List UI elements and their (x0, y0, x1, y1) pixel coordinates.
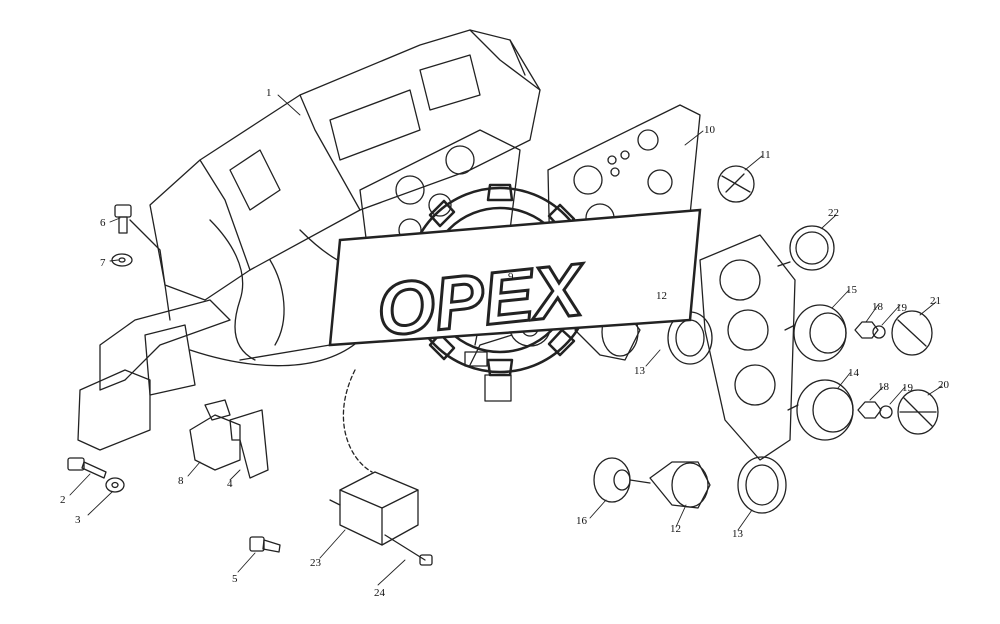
callout-4: 4 (227, 478, 233, 490)
gauge-bezel-part-15 (784, 304, 847, 362)
callout-8: 8 (178, 475, 184, 487)
callout-20: 20 (938, 379, 950, 391)
callout-2: 2 (60, 494, 66, 506)
knob-part-20 (897, 389, 939, 435)
washer-part-3 (105, 477, 125, 493)
callout-12-upper: 12 (656, 290, 667, 302)
knob-part-11 (717, 165, 755, 203)
nut-part-18-lower (857, 401, 882, 419)
callout-10: 10 (704, 124, 716, 136)
callout-23: 23 (310, 557, 322, 569)
bezel-part-13-lower (737, 456, 787, 514)
ring-part-19-lower (879, 405, 893, 419)
callout-15: 15 (846, 284, 858, 296)
callout-14: 14 (848, 367, 860, 379)
callout-11: 11 (760, 149, 771, 161)
relay-block-part-23 (329, 471, 419, 546)
callout-24: 24 (374, 587, 386, 599)
gauge-bezel-part-14 (787, 379, 854, 441)
nut-part-18-upper (854, 321, 879, 339)
switch-part-16 (593, 457, 651, 503)
callout-labels: 1 2 3 4 5 6 7 8 9 10 11 12 12 13 13 14 1… (60, 87, 950, 599)
callout-21: 21 (930, 295, 941, 307)
cap-part-22 (777, 225, 835, 271)
lower-frame-part (77, 299, 361, 451)
bolt-part-2 (67, 457, 107, 479)
watermark-band (328, 208, 702, 347)
callout-19-lower: 19 (902, 382, 914, 394)
bracket-part-4 (229, 409, 269, 479)
leader-dashed (342, 369, 373, 473)
callout-1: 1 (266, 87, 272, 99)
dashboard-housing-part (149, 29, 541, 301)
watermark-logo: OPEX (328, 183, 702, 377)
callout-9: 9 (508, 271, 514, 283)
callout-22: 22 (828, 207, 839, 219)
ring-part-19-upper (872, 325, 886, 339)
knob-part-21 (891, 310, 933, 356)
gauge-panel-right (699, 234, 796, 461)
callout-18-upper: 18 (872, 301, 884, 313)
callout-19-upper: 19 (896, 302, 908, 314)
bracket-part-8 (189, 399, 241, 471)
clip-part-24 (384, 534, 433, 566)
callout-7: 7 (100, 257, 106, 269)
cone-part-12-lower (649, 461, 711, 509)
callout-16: 16 (576, 515, 588, 527)
bolt-part-5 (249, 536, 281, 553)
washer-part-7 (111, 253, 133, 267)
callout-18-lower: 18 (878, 381, 890, 393)
callout-6: 6 (100, 217, 106, 229)
callout-5: 5 (232, 573, 238, 585)
callout-3: 3 (75, 514, 81, 526)
callout-12-lower: 12 (670, 523, 681, 535)
callout-13-upper: 13 (634, 365, 646, 377)
callout-13-lower: 13 (732, 528, 744, 540)
bolt-part-6 (114, 204, 132, 234)
